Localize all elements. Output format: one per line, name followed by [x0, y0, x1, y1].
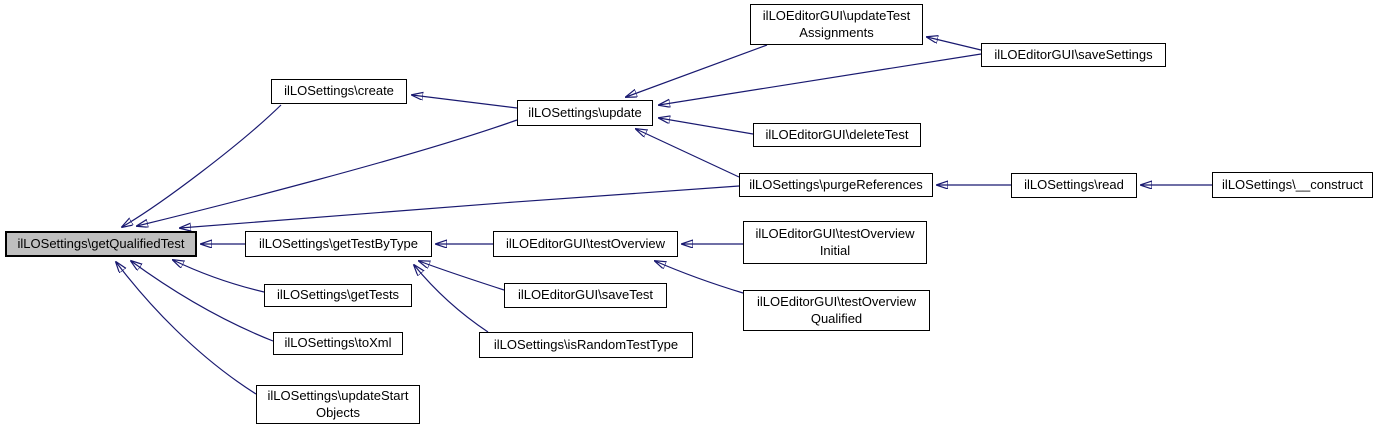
edge-testoverviewqualified-to-testoverview	[655, 261, 744, 294]
node-illosettings-construct[interactable]: ilLOSettings\__construct	[1212, 172, 1373, 198]
edge-israndomtesttype-to-gettestbytype	[414, 265, 489, 333]
node-illosettings-update[interactable]: ilLOSettings\update	[517, 100, 653, 126]
node-illosettings-gettestbytype[interactable]: ilLOSettings\getTestByType	[245, 231, 432, 257]
edge-create-to-getqualifiedtest	[122, 104, 282, 227]
node-illosettings-read[interactable]: ilLOSettings\read	[1011, 173, 1137, 198]
edge-deletetest-to-update	[659, 118, 754, 135]
edge-purgereferences-to-update	[636, 129, 740, 178]
node-illosettings-create[interactable]: ilLOSettings\create	[271, 79, 407, 104]
edge-update-to-create	[412, 95, 518, 109]
node-illosettings-updatestartobjects[interactable]: ilLOSettings\updateStart Objects	[256, 385, 420, 424]
edge-savesettings-to-update	[659, 53, 982, 105]
node-illosettings-toxml[interactable]: ilLOSettings\toXml	[273, 332, 403, 355]
edge-update-to-getqualifiedtest	[137, 119, 518, 226]
node-illoeditorgui-testoverviewqualified[interactable]: ilLOEditorGUI\testOverview Qualified	[743, 290, 930, 331]
edge-savesettings-to-updatetestassignments	[927, 37, 982, 51]
node-illosettings-getqualifiedtest: ilLOSettings\getQualifiedTest	[5, 231, 197, 257]
node-illosettings-gettests[interactable]: ilLOSettings\getTests	[264, 284, 412, 307]
node-illosettings-israndomtesttype[interactable]: ilLOSettings\isRandomTestType	[479, 332, 693, 358]
node-illosettings-purgereferences[interactable]: ilLOSettings\purgeReferences	[739, 173, 933, 197]
node-illoeditorgui-savetest[interactable]: ilLOEditorGUI\saveTest	[504, 283, 667, 308]
edge-toxml-to-getqualifiedtest	[131, 261, 274, 342]
node-illoeditorgui-savesettings[interactable]: ilLOEditorGUI\saveSettings	[981, 43, 1166, 67]
edge-savetest-to-gettestbytype	[419, 261, 505, 291]
edge-updatestartobjects-to-getqualifiedtest	[116, 262, 257, 395]
edge-updatetestassignments-to-update	[626, 44, 768, 97]
edge-purgereferences-to-getqualifiedtest	[180, 185, 740, 228]
node-illoeditorgui-testoverview[interactable]: ilLOEditorGUI\testOverview	[493, 231, 678, 257]
edge-gettests-to-getqualifiedtest	[173, 260, 265, 293]
node-illoeditorgui-testoverviewinitial[interactable]: ilLOEditorGUI\testOverview Initial	[743, 221, 927, 264]
node-illoeditorgui-updatetestassignments[interactable]: ilLOEditorGUI\updateTest Assignments	[750, 4, 923, 45]
node-illoeditorgui-deletetest[interactable]: ilLOEditorGUI\deleteTest	[753, 123, 921, 147]
